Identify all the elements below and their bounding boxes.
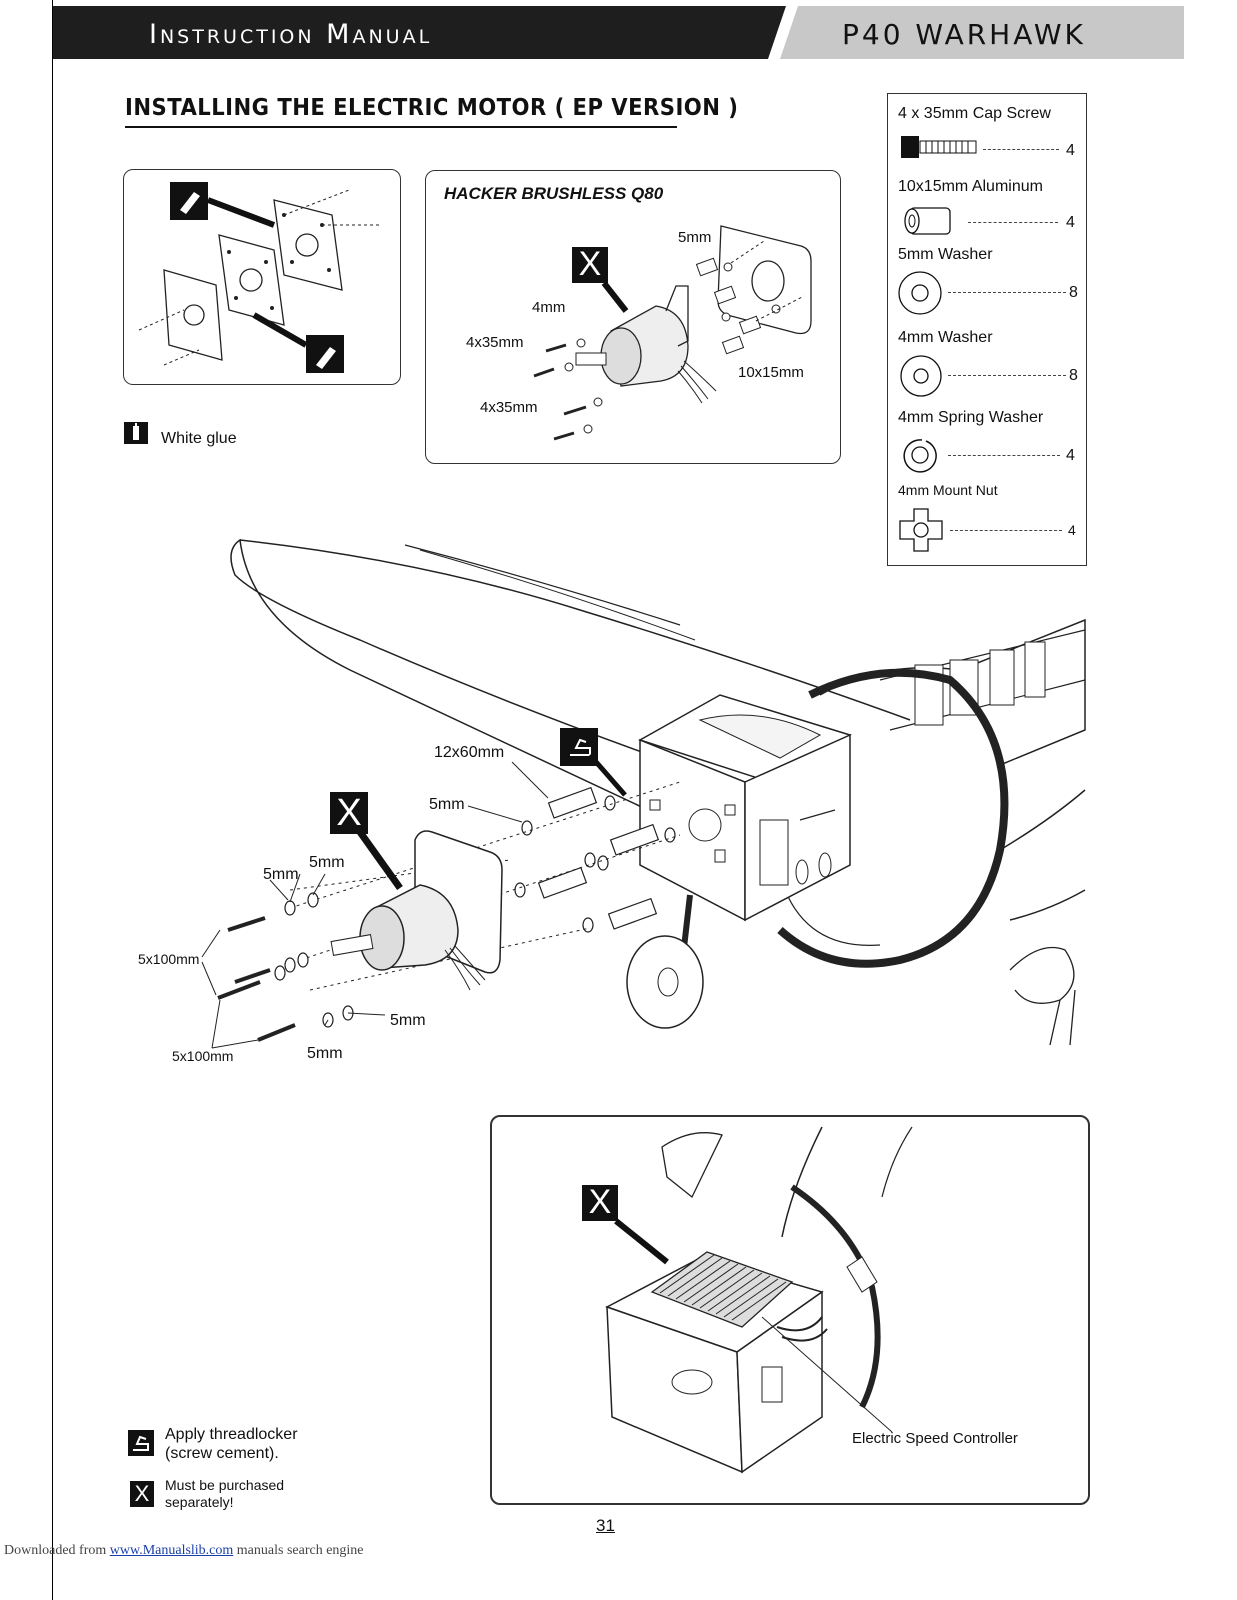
white-glue-label: White glue <box>161 430 237 447</box>
model-title: P40 WARHAWK <box>842 18 1086 51</box>
manual-title: Instruction Manual <box>149 19 433 50</box>
threadlocker-legend-label: Apply threadlocker (screw cement). <box>165 1426 298 1462</box>
purchase-x-mark: X <box>134 1481 150 1506</box>
motor-x-mark: X <box>578 245 602 283</box>
motor-exploded-diagram: HACKER BRUSHLESS Q80 <box>425 170 841 464</box>
esc-x-mark: X <box>588 1183 612 1221</box>
label-5mm-b: 5mm <box>263 866 299 883</box>
washer-icon <box>898 271 942 315</box>
label-5x100mm-bottom: 5x100mm <box>172 1048 234 1064</box>
label-5mm-d: 5mm <box>307 1045 343 1062</box>
purchase-legend-label: Must be purchased separately! <box>165 1477 285 1510</box>
footer-prefix: Downloaded from <box>4 1543 110 1558</box>
hw-dots-2 <box>968 222 1058 223</box>
fuselage-motor-install-illustration <box>201 538 1086 1049</box>
hw-mount-nut-label: 4mm Mount Nut <box>898 482 998 498</box>
hardware-list: 4 x 35mm Cap Screw 4 10x15mm Aluminum 4 … <box>887 93 1087 566</box>
cap-screw-icon <box>901 136 977 158</box>
footer: Downloaded from www.Manualslib.com manua… <box>4 1543 364 1559</box>
hw-5mm-washer-qty: 8 <box>1069 284 1078 301</box>
label-5mm-c: 5mm <box>390 1012 426 1029</box>
header-right-banner: P40 WARHAWK <box>780 6 1184 59</box>
hw-4mm-washer-label: 4mm Washer <box>898 329 993 346</box>
label-5mm-a: 5mm <box>309 854 345 871</box>
hw-mount-nut-qty: 4 <box>1068 522 1076 538</box>
section-title: INSTALLING THE ELECTRIC MOTOR ( EP VERSI… <box>125 95 739 121</box>
hw-cap-screw-label: 4 x 35mm Cap Screw <box>898 105 1051 122</box>
hw-spring-washer-qty: 4 <box>1066 447 1075 464</box>
purchase-separately-icon: X <box>130 1481 154 1507</box>
section-title-underline <box>125 126 677 128</box>
hw-4mm-washer-qty: 8 <box>1069 367 1078 384</box>
mount-nut-icon <box>899 508 943 552</box>
label-12x60mm: 12x60mm <box>434 744 505 761</box>
manualslib-link[interactable]: www.Manualslib.com <box>109 1543 234 1558</box>
footer-suffix: manuals search engine <box>233 1543 364 1558</box>
hw-dots-3 <box>948 292 1066 293</box>
hw-dots-6 <box>950 530 1062 531</box>
esc-install-diagram: X Electric Speed Controller <box>490 1115 1090 1505</box>
hw-dots-5 <box>948 455 1060 456</box>
motor-box-title: HACKER BRUSHLESS Q80 <box>444 184 664 203</box>
washer-icon <box>900 355 942 397</box>
label-5mm: 5mm <box>678 229 712 246</box>
firewall-plates-illustration <box>138 182 379 373</box>
aluminum-spacer-icon <box>904 207 951 235</box>
white-glue-icon <box>124 422 148 444</box>
hw-spring-washer-label: 4mm Spring Washer <box>898 409 1044 426</box>
label-5x100mm-top: 5x100mm <box>138 951 200 967</box>
label-5mm-top: 5mm <box>429 796 465 813</box>
label-4mm: 4mm <box>532 299 566 316</box>
spring-washer-icon <box>903 439 937 473</box>
esc-illustration <box>582 1126 913 1474</box>
threadlocker-icon <box>128 1430 154 1456</box>
label-4x35mm-top: 4x35mm <box>466 334 524 351</box>
label-10x15mm: 10x15mm <box>738 364 804 381</box>
hw-aluminum-label: 10x15mm Aluminum <box>898 178 1043 195</box>
main-x-mark: X <box>336 792 362 834</box>
hw-aluminum-qty: 4 <box>1066 214 1075 231</box>
header-left-banner: Instruction Manual <box>53 6 786 59</box>
hw-dots-4 <box>948 375 1066 376</box>
motor-exploded-illustration <box>533 225 812 441</box>
label-4x35mm-bottom: 4x35mm <box>480 399 538 416</box>
hw-5mm-washer-label: 5mm Washer <box>898 246 993 263</box>
page-number: 31 <box>596 1516 615 1535</box>
page-margin-rule <box>52 0 53 1600</box>
firewall-plates-diagram <box>123 169 401 385</box>
hw-dots-1 <box>983 149 1059 150</box>
hw-cap-screw-qty: 4 <box>1066 142 1075 159</box>
esc-label: Electric Speed Controller <box>852 1430 1018 1447</box>
